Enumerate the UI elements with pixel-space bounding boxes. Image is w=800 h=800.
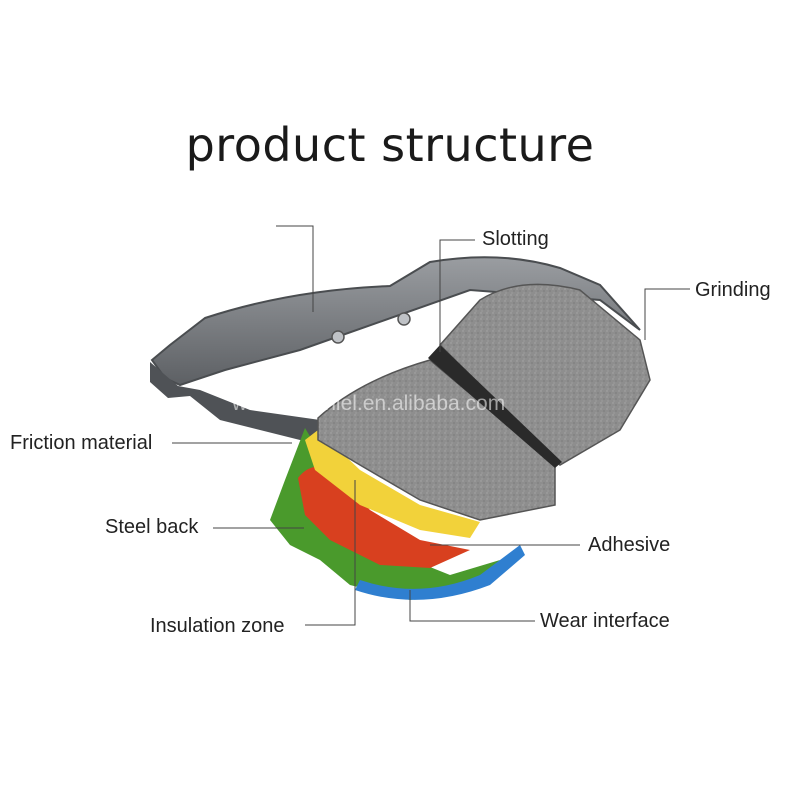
leader-slotting — [439, 239, 475, 352]
rivet-right — [397, 312, 411, 326]
layer-blue — [355, 545, 525, 600]
watermark: wuhan-daniel.en.alibaba.com — [232, 392, 506, 415]
backing-plate-edge — [150, 362, 330, 440]
friction-block-right — [438, 283, 651, 466]
friction-block-left — [317, 359, 556, 521]
layer-yellow — [305, 430, 480, 538]
label-insulation-zone: Insulation zone — [150, 615, 285, 637]
leader-insulation — [305, 480, 356, 626]
leader-backplate — [276, 225, 314, 312]
layer-red — [298, 466, 470, 568]
leader-wear — [409, 590, 535, 622]
label-friction-material: Friction material — [10, 432, 153, 454]
leader-grinding — [644, 288, 690, 340]
leader-lines — [172, 225, 690, 626]
slot-groove — [428, 345, 562, 468]
label-wear-interface: Wear interface — [540, 610, 670, 632]
page-title: product structure — [185, 118, 595, 172]
label-adhesive: Adhesive — [588, 534, 671, 556]
label-grinding: Grinding — [695, 279, 771, 301]
label-steel-back: Steel back — [105, 516, 199, 538]
rivet-left — [331, 330, 345, 344]
label-slotting: Slotting — [482, 228, 549, 250]
